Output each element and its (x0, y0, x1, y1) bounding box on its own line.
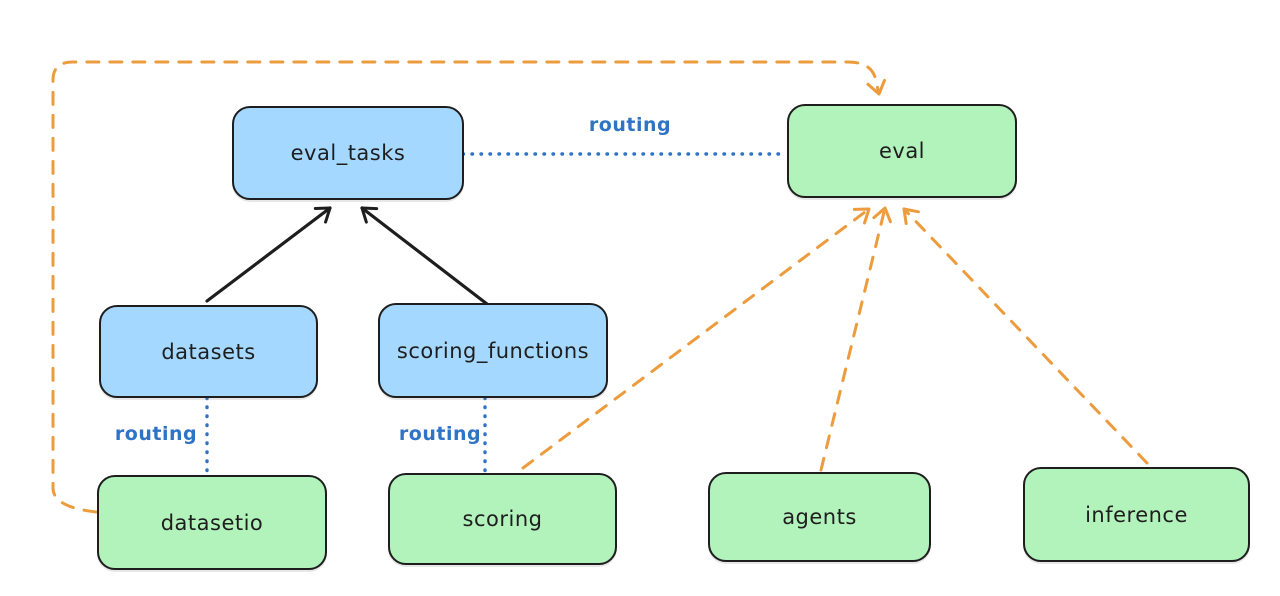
node-datasetio-label: datasetio (160, 510, 264, 535)
edge-label-routing-datasetio: routing (114, 423, 198, 445)
edge-datasets-to-eval-tasks (205, 206, 332, 303)
node-datasetio: datasetio (97, 475, 327, 570)
node-scoring: scoring (388, 473, 617, 565)
node-agents: agents (708, 472, 931, 562)
edge-scoring-functions-to-eval-tasks (360, 206, 489, 306)
node-eval: eval (787, 104, 1017, 198)
edge-scoring-to-eval-dashed (521, 207, 871, 470)
edge-inference-to-eval-dashed (902, 207, 1149, 465)
edge-label-routing-eval: routing (588, 114, 672, 136)
edge-agents-to-eval-dashed (819, 206, 892, 472)
node-eval-tasks: eval_tasks (232, 106, 464, 200)
node-scoring-functions: scoring_functions (378, 303, 608, 398)
node-datasets-label: datasets (161, 339, 256, 364)
edge-datasetio-to-eval-dashed (51, 60, 887, 514)
node-eval-label: eval (878, 139, 926, 163)
node-eval-tasks-label: eval_tasks (290, 141, 406, 165)
node-scoring-label: scoring (462, 507, 543, 531)
node-agents-label: agents (782, 505, 857, 529)
node-inference: inference (1023, 467, 1250, 562)
node-inference-label: inference (1085, 502, 1188, 527)
node-datasets: datasets (99, 305, 318, 398)
node-scoring-functions-label: scoring_functions (396, 338, 590, 363)
edge-label-routing-scoring: routing (398, 423, 482, 445)
